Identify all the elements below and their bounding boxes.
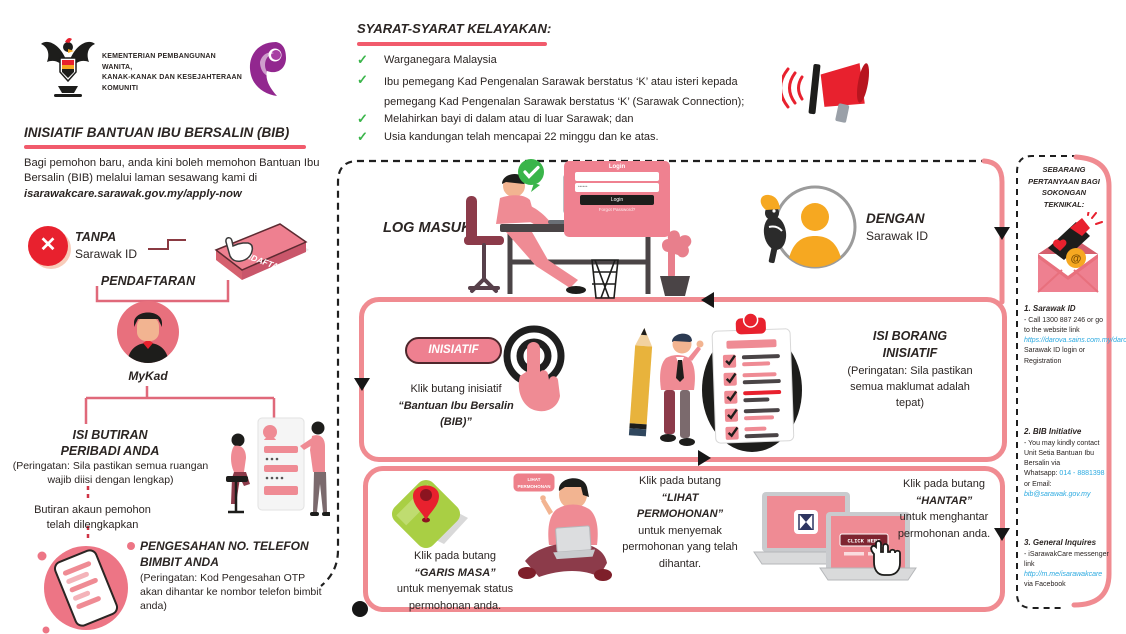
intro-paragraph: Bagi pemohon baru, anda kini boleh memoh…: [24, 156, 346, 202]
flow-arrow-1: [994, 227, 1010, 240]
account-status-text: Butiran akaun pemohon telah dilengkapkan: [34, 504, 151, 531]
at-icon: @: [1071, 253, 1082, 265]
sidebar-section-sarawak-id: 1. Sarawak ID - Call 1300 887 246 or go …: [1024, 304, 1126, 367]
tanpa-label: TANPA: [75, 230, 117, 244]
tanpa-sublabel: Sarawak ID: [75, 247, 138, 261]
check-icon: ✓: [357, 52, 368, 67]
sarawak-crest-logo: [41, 38, 95, 97]
forgot-password-link[interactable]: Forgot Password?: [598, 207, 636, 212]
profile-form-illustration: [226, 417, 330, 516]
x-badge: ✕: [28, 226, 68, 266]
pendaftaran-button[interactable]: PENDAFTARAN: [182, 212, 310, 298]
laptops-illustration: CLICK HERE: [753, 492, 917, 581]
garis-masa-text: Klik pada butang “GARIS MASA” untuk meny…: [396, 550, 514, 612]
mykad-label: MyKad: [128, 369, 168, 383]
success-check-bubble: [518, 159, 544, 192]
pencil-man-illustration: [628, 328, 704, 446]
tap-finger-icon: [503, 325, 565, 412]
log-masuk-label: LOG MASUK: [383, 220, 472, 236]
bib-email-link[interactable]: bib@sarawak.gov.my: [1024, 490, 1091, 498]
check-icon: ✓: [357, 72, 368, 87]
otp-title: PENGESAHAN NO. TELEFON BIMBIT ANDA: [140, 539, 309, 569]
page-title: INISIATIF BANTUAN IBU BERSALIN (BIB): [24, 125, 290, 140]
isi-borang-note: (Peringatan: Sila pastikan semua makluma…: [847, 365, 973, 409]
check-icon: ✓: [357, 111, 368, 126]
personal-details-note: (Peringatan: Sila pastikan semua ruangan…: [12, 460, 209, 486]
pendaftaran-step-label: PENDAFTARAN: [100, 274, 196, 288]
sarawak-id-logo: [760, 185, 857, 269]
flow-end-dot: [352, 601, 368, 617]
username-field[interactable]: [575, 172, 659, 181]
isi-borang-title: ISI BORANG INISIATIF: [872, 329, 948, 360]
dengan-sublabel: Sarawak ID: [866, 229, 929, 243]
click-here-button: CLICK HERE: [847, 538, 881, 545]
login-form-panel: Login •••••• Login Forgot Password?: [564, 161, 670, 237]
flow-arrow-4: [698, 450, 711, 466]
cursor-hand-icon: [225, 237, 254, 262]
sidebar-section-heading: 2. BIB Initiative: [1024, 427, 1082, 436]
intro-text: Bagi pemohon baru, anda kini boleh memoh…: [24, 157, 320, 185]
sidebar-section-heading: 1. Sarawak ID: [1024, 304, 1076, 313]
whatsapp-number: 014 - 8881398: [1059, 470, 1105, 478]
login-button[interactable]: Login: [580, 195, 654, 205]
login-panel-title: Login: [608, 164, 626, 170]
clipboard-illustration: [702, 312, 802, 452]
flow-arrow-3: [354, 378, 370, 391]
svg-text:PERMOHONAN: PERMOHONAN: [517, 484, 550, 489]
svg-text:LIHAT: LIHAT: [528, 477, 541, 482]
eligibility-title: SYARAT-SYARAT KELAYAKAN:: [357, 21, 552, 36]
megaphone-icon: [782, 63, 870, 123]
eligibility-item: Ibu pemegang Kad Pengenalan Sarawak bers…: [384, 76, 745, 108]
eligibility-underline: [357, 42, 547, 46]
otp-phone-illustration: [37, 542, 135, 634]
envelope-megaphone-icon: @: [1037, 212, 1103, 293]
check-icon: ✓: [357, 129, 368, 144]
apply-now-link[interactable]: isarawakcare.sarawak.gov.my/apply-now: [24, 187, 242, 200]
mother-child-logo: [249, 42, 286, 96]
klik-inisiatif-text: Klik butang inisiatif “Bantuan Ibu Bersa…: [398, 383, 514, 428]
password-field[interactable]: ••••••: [575, 183, 659, 192]
x-icon: ✕: [39, 234, 57, 256]
sidebar-section-heading: 3. General Inquires: [1024, 538, 1097, 547]
sidebar-section-bib: 2. BIB Initiative - You may kindly conta…: [1024, 427, 1110, 500]
sidebar-section-general: 3. General Inquires - iSarawakCare messe…: [1024, 538, 1109, 589]
dengan-label: DENGAN: [866, 211, 925, 226]
inisiatif-button[interactable]: INISIATIF: [405, 337, 502, 364]
lihat-permohonan-text: Klik pada butang “LIHAT PERMOHONAN” untu…: [622, 475, 738, 570]
ministry-name: KEMENTERIAN PEMBANGUNAN WANITA, KANAK-KA…: [102, 53, 242, 92]
map-pin-illustration: [391, 479, 468, 549]
sarawak-id-link[interactable]: https://darova.sains.com.my/darova/detai…: [1024, 337, 1126, 345]
eligibility-item: Warganegara Malaysia: [384, 54, 497, 66]
sitting-man-illustration: LIHAT PERMOHONAN: [512, 472, 612, 581]
flow-arrow-5: [994, 528, 1010, 541]
sidebar-title: SEBARANG PERTANYAAN BAGI SOKONGAN TEKNIK…: [1028, 165, 1100, 209]
hantar-text: Klik pada butang “HANTAR” untuk menghant…: [897, 478, 991, 540]
flow-arrow-2: [701, 292, 714, 308]
personal-details-title: ISI BUTIRAN PERIBADI ANDA: [60, 428, 160, 459]
messenger-link[interactable]: http://m.me/isarawakcare: [1024, 571, 1103, 579]
eligibility-item: Usia kandungan telah mencapai 22 minggu …: [384, 131, 659, 143]
otp-note: (Peringatan: Kod Pengesahan OTP akan dih…: [140, 572, 322, 612]
mykad-avatar: [117, 301, 179, 363]
eligibility-item: Melahirkan bayi di dalam atau di luar Sa…: [384, 113, 634, 125]
title-underline: [24, 145, 306, 149]
